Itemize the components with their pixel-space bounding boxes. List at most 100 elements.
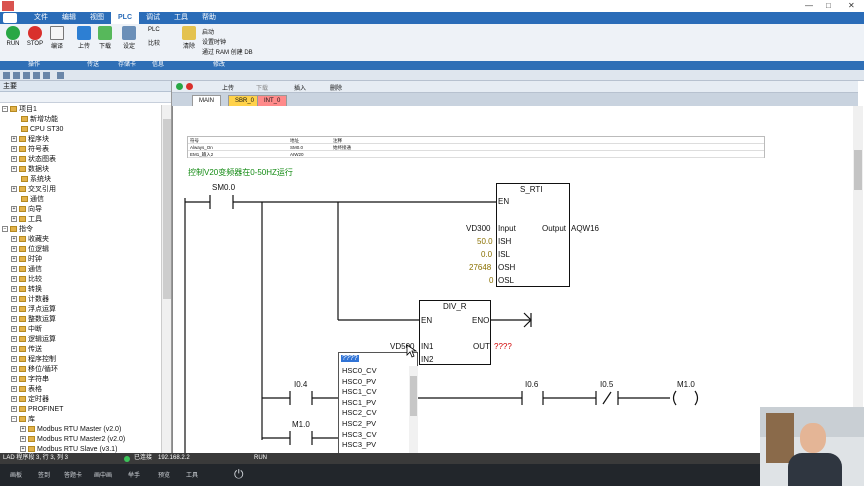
upload-button[interactable]: 上传 — [73, 26, 95, 50]
expand-icon[interactable]: + — [11, 256, 17, 263]
network-comment[interactable]: 控制V20变频器在0-50HZ运行 — [188, 168, 293, 177]
s-rti-ish-value[interactable]: 50.0 — [477, 237, 493, 246]
expand-icon[interactable]: + — [11, 406, 17, 413]
insert-button[interactable]: 插入 — [294, 86, 307, 92]
tree-scroll-thumb[interactable] — [163, 119, 171, 299]
menu-debug[interactable]: 调试 — [146, 14, 160, 21]
dropdown-scroll-thumb[interactable] — [410, 376, 417, 416]
expand-icon[interactable]: + — [11, 286, 17, 293]
dropdown-option[interactable]: HSC3_PV — [342, 440, 377, 450]
editor-download-button[interactable]: 下载 — [256, 86, 269, 92]
expand-icon[interactable]: + — [11, 316, 17, 323]
dropdown-option[interactable]: HSC1_CV — [342, 387, 377, 397]
expand-icon[interactable]: + — [11, 266, 17, 273]
tree-node[interactable]: +计数器 — [0, 295, 160, 305]
expand-icon[interactable]: + — [20, 426, 26, 433]
dropdown-option[interactable]: HSC2_PV — [342, 418, 377, 428]
contact-i0-4[interactable]: I0.4 — [294, 380, 308, 389]
expand-icon[interactable]: + — [11, 276, 17, 283]
stop-button[interactable]: STOP — [24, 26, 46, 47]
plc-info-button[interactable]: PLC — [148, 27, 160, 33]
tree-node[interactable]: +程序块 — [0, 135, 160, 145]
tree-node[interactable]: 新增功能 — [0, 115, 160, 125]
menu-plc[interactable]: PLC — [111, 12, 139, 24]
s-rti-osh-value[interactable]: 27648 — [469, 263, 492, 272]
contact-sm0-0[interactable]: SM0.0 — [212, 183, 236, 192]
tree-node[interactable]: +中断 — [0, 325, 160, 335]
expand-icon[interactable]: + — [20, 436, 26, 443]
undo-icon[interactable] — [43, 72, 50, 79]
contact-i0-6[interactable]: I0.6 — [525, 380, 539, 389]
compare-button[interactable]: 比较 — [148, 41, 161, 47]
editor-upload-button[interactable]: 上传 — [222, 86, 235, 92]
tree-node[interactable]: +比较 — [0, 275, 160, 285]
expand-icon[interactable]: + — [11, 146, 17, 153]
tree-node[interactable]: +收藏夹 — [0, 235, 160, 245]
tree-node[interactable]: −库 — [0, 415, 160, 425]
expand-icon[interactable]: + — [11, 216, 17, 223]
expand-icon[interactable]: + — [11, 136, 17, 143]
clear-button[interactable]: 清除 — [178, 26, 200, 50]
expand-icon[interactable]: + — [11, 236, 17, 243]
div-r-block[interactable] — [419, 300, 491, 365]
set-clock-button[interactable]: 设置时钟 — [202, 40, 227, 46]
dropdown-option[interactable]: HSC0_PV — [342, 376, 377, 386]
menu-tools[interactable]: 工具 — [174, 14, 188, 21]
editor-scroll-thumb[interactable] — [854, 150, 862, 190]
tree-node[interactable]: +状态图表 — [0, 155, 160, 165]
tree-node[interactable]: −指令 — [0, 225, 160, 235]
dropdown-option[interactable]: HSC3_CV — [342, 429, 377, 439]
maximize-icon[interactable]: □ — [826, 1, 831, 10]
s-rti-input-value[interactable]: VD300 — [466, 224, 491, 233]
startup-button[interactable]: 启动 — [202, 30, 215, 36]
tree-node[interactable]: +移位/循环 — [0, 365, 160, 375]
tree-node[interactable]: +PROFINET — [0, 405, 160, 415]
dropdown-option[interactable]: HSC0_CV — [342, 366, 377, 375]
dropdown-option[interactable]: HSC2_CV — [342, 408, 377, 418]
expand-icon[interactable]: + — [11, 366, 17, 373]
tree-node[interactable]: +表格 — [0, 385, 160, 395]
expand-icon[interactable]: + — [11, 356, 17, 363]
tab-int0[interactable]: INT_0 — [257, 95, 288, 106]
menu-help[interactable]: 帮助 — [202, 14, 216, 21]
expand-icon[interactable]: + — [11, 386, 17, 393]
expand-icon[interactable]: + — [11, 396, 17, 403]
expand-icon[interactable]: + — [11, 346, 17, 353]
taskbar-item[interactable]: 画板 — [10, 473, 23, 479]
tree-node[interactable]: +向导 — [0, 205, 160, 215]
tree-node[interactable]: +传送 — [0, 345, 160, 355]
tree-node[interactable]: +字符串 — [0, 375, 160, 385]
tree-node[interactable]: −项目1 — [0, 105, 160, 115]
tree-node[interactable]: +定时器 — [0, 395, 160, 405]
collapse-icon[interactable]: − — [2, 106, 8, 113]
tree-node[interactable]: +数据块 — [0, 165, 160, 175]
settings-button[interactable]: 设定 — [118, 26, 140, 50]
save-icon[interactable] — [23, 72, 30, 79]
download-button[interactable]: 下载 — [94, 26, 116, 50]
delete-button[interactable]: 删除 — [330, 86, 343, 92]
tree-node[interactable]: +浮点运算 — [0, 305, 160, 315]
operand-input[interactable]: ???? — [339, 353, 417, 365]
tree-node[interactable]: 系统块 — [0, 175, 160, 185]
new-icon[interactable] — [3, 72, 10, 79]
power-icon[interactable]: ⏻ — [234, 467, 244, 481]
expand-icon[interactable]: + — [11, 246, 17, 253]
tree-node[interactable]: +通信 — [0, 265, 160, 275]
expand-icon[interactable]: + — [20, 446, 26, 453]
tree-node[interactable]: +Modbus RTU Slave (v3.1) — [0, 445, 160, 453]
close-icon[interactable]: ✕ — [848, 1, 855, 10]
editor-scrollbar[interactable] — [853, 106, 863, 453]
s-rti-osl-value[interactable]: 0 — [489, 276, 494, 285]
tree-node[interactable]: +符号表 — [0, 145, 160, 155]
tree-node[interactable]: +Modbus RTU Master (v2.0) — [0, 425, 160, 435]
coil-m1-0[interactable]: M1.0 — [677, 380, 695, 389]
expand-icon[interactable]: + — [11, 296, 17, 303]
taskbar-item[interactable]: 画中画 — [94, 473, 113, 479]
expand-icon[interactable]: + — [11, 306, 17, 313]
dropdown-option[interactable]: HSC1_PV — [342, 397, 377, 407]
tree-node[interactable]: CPU ST30 — [0, 125, 160, 135]
expand-icon[interactable]: + — [11, 186, 17, 193]
taskbar-item[interactable]: 工具 — [186, 473, 199, 479]
